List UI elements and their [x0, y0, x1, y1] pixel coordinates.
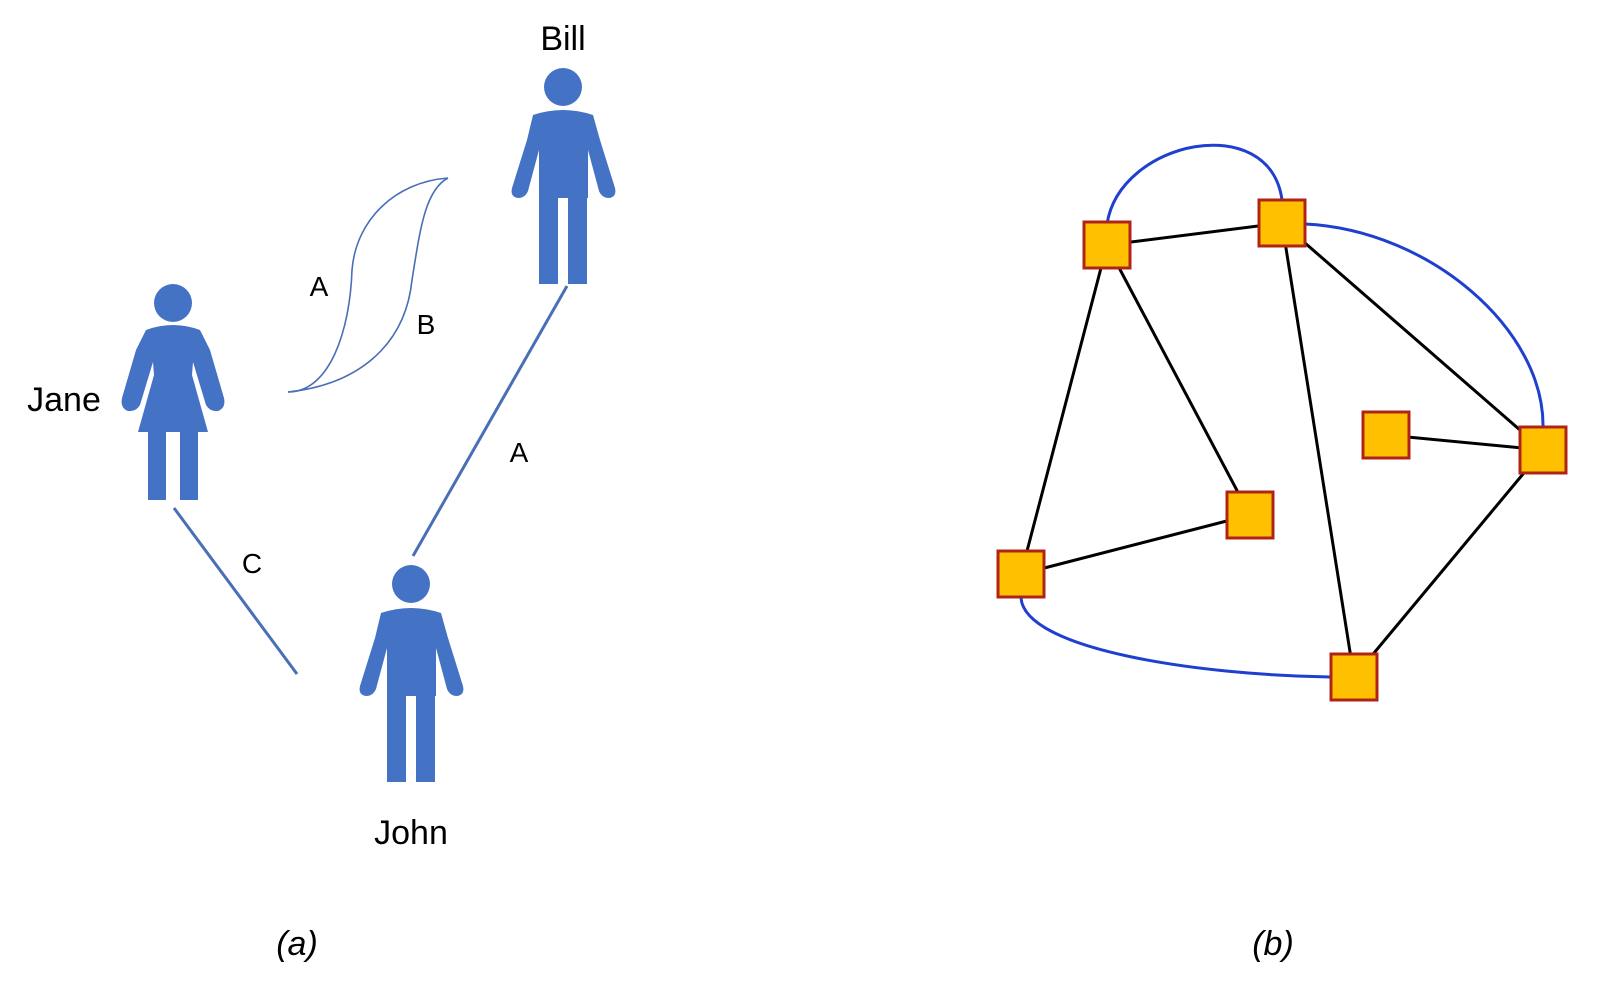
panel-b: (b) [996, 143, 1568, 963]
edge-label-jane-john: C [242, 548, 262, 579]
graph-edge-curved [1105, 143, 1284, 225]
caption-b: (b) [1252, 925, 1294, 963]
graph-edge [1280, 222, 1356, 678]
edge-label-loop-a: A [310, 271, 329, 302]
caption-a: (a) [276, 925, 318, 963]
jane-person-icon [121, 284, 225, 500]
john-label: John [374, 814, 448, 852]
graph-node [996, 549, 1046, 599]
graph-edge [1281, 221, 1544, 452]
bill-label: Bill [540, 20, 585, 58]
graph-node [1225, 490, 1275, 540]
graph-edge [1352, 449, 1545, 678]
graph-edge [1106, 221, 1283, 247]
relation-loop-a [287, 177, 449, 393]
link-bill-john [411, 285, 569, 557]
graph-node [1082, 220, 1132, 270]
panel-a: Bill Jane John A B A C (a) [27, 20, 616, 963]
graph-node [1329, 652, 1379, 702]
graph-edge [1105, 244, 1252, 516]
edge-label-loop-b: B [417, 309, 436, 340]
graph-node [1361, 410, 1411, 460]
graph-edge [1020, 513, 1251, 576]
graph-edge [1385, 433, 1544, 452]
bill-person-icon [511, 68, 616, 284]
jane-label: Jane [27, 381, 101, 419]
edge-label-bill-john: A [510, 437, 529, 468]
relation-loop-b [287, 177, 449, 393]
graph-node [1518, 425, 1568, 475]
graph-edge [1019, 244, 1109, 575]
graph-edge-curved [1304, 222, 1545, 429]
graph-node [1257, 198, 1307, 248]
john-person-icon [359, 565, 464, 782]
graph-edge-curved [1019, 597, 1331, 679]
link-jane-john [172, 507, 299, 675]
